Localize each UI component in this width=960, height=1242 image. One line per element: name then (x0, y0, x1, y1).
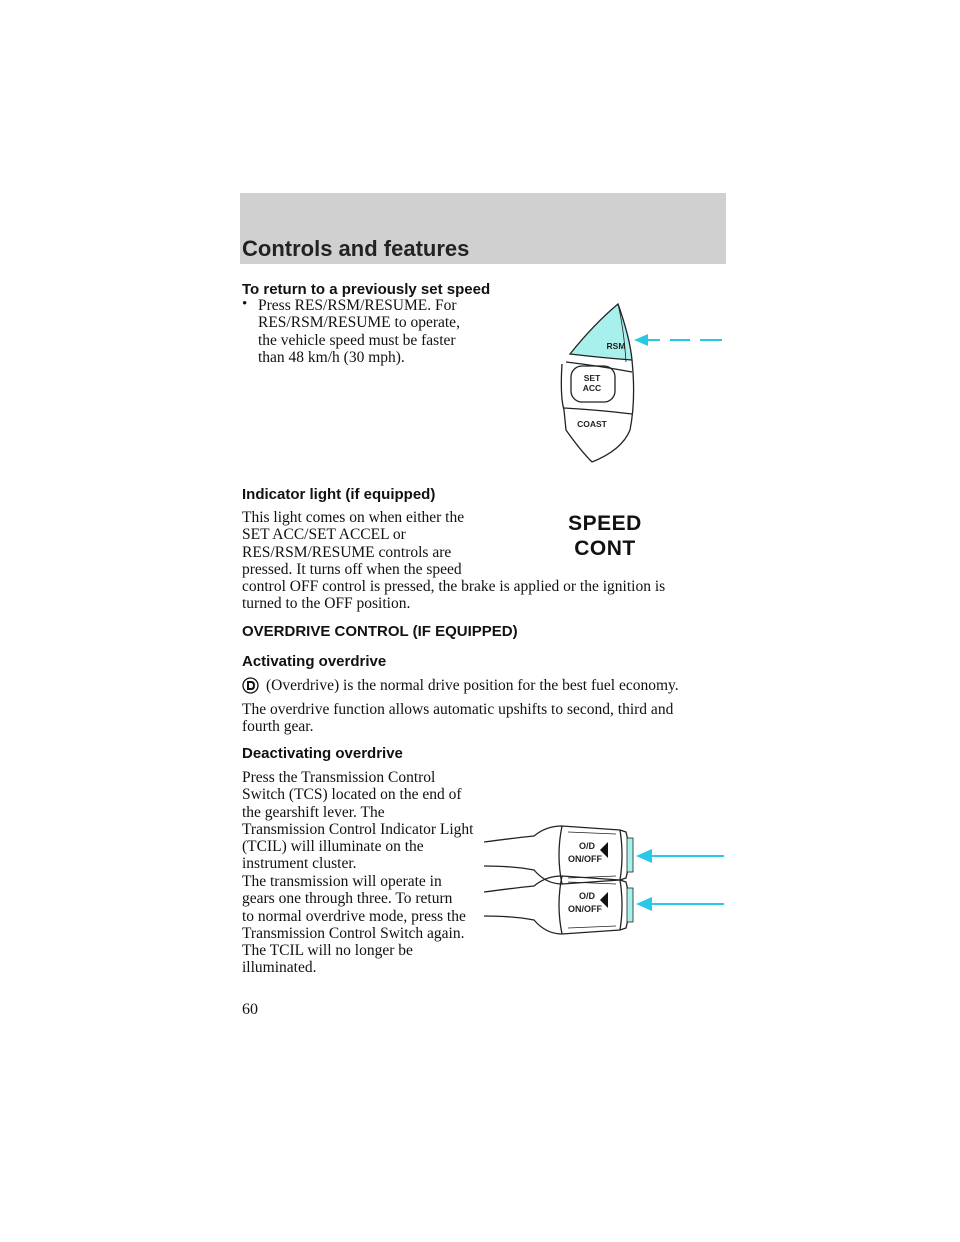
lamp-line: CONT (574, 537, 636, 560)
text-line: gears one through three. To return (242, 890, 453, 908)
text-line: RES/RSM/RESUME controls are (242, 543, 452, 561)
text-line: (TCIL) will illuminate on the (242, 838, 424, 856)
overdrive-heading: OVERDRIVE CONTROL (IF EQUIPPED) (242, 623, 518, 640)
text-line: SET ACC/SET ACCEL or (242, 526, 406, 544)
cruise-switch-illustration: RSM SET ACC COAST (560, 302, 722, 463)
od-label: O/D (579, 891, 596, 901)
resume-text: Press RES/RSM/RESUME. For RES/RSM/RESUME… (258, 297, 460, 366)
text-line: The overdrive function allows automatic … (242, 701, 674, 718)
text-line: control OFF control is pressed, the brak… (242, 578, 666, 596)
return-text: The transmission will operate in gears o… (242, 873, 466, 977)
text-line: Press the Transmission Control (242, 769, 436, 786)
text-line: Switch (TCS) located on the end of (242, 786, 462, 804)
bullet: • (242, 296, 248, 312)
on-off-label: ON/OFF (568, 854, 602, 864)
section-header-band (240, 193, 726, 264)
on-off-label: ON/OFF (568, 904, 602, 914)
rsm-button-highlight (568, 302, 633, 361)
text-line: than 48 km/h (30 mph). (258, 348, 405, 366)
text-line: turned to the OFF position. (242, 595, 411, 613)
activating-text: (Overdrive) is the normal drive position… (266, 677, 679, 694)
activating-heading: Activating overdrive (242, 653, 387, 670)
indicator-text: This light comes on when either the SET … (242, 509, 665, 613)
pointer-arrow (636, 849, 652, 863)
coast-label: COAST (577, 419, 608, 429)
text-line: the gearshift lever. The (242, 803, 385, 821)
page-number: 60 (242, 1001, 258, 1018)
acc-label: ACC (583, 383, 601, 393)
set-label: SET (584, 373, 601, 383)
section-title: Controls and features (242, 236, 470, 261)
od-label: O/D (579, 841, 596, 851)
deactivating-heading: Deactivating overdrive (242, 745, 403, 762)
text-line: This light comes on when either the (242, 509, 465, 526)
overdrive-d-icon (242, 677, 259, 694)
resume-heading: To return to a previously set speed (242, 281, 491, 298)
text-line: The TCIL will no longer be (242, 942, 413, 960)
rsm-label: RSM (607, 341, 626, 351)
indicator-heading: Indicator light (if equipped) (242, 486, 436, 503)
lamp-line: SPEED (568, 512, 642, 535)
pointer-arrow-dashed (634, 334, 722, 346)
text-line: to normal overdrive mode, press the (242, 907, 466, 925)
text-line: pressed. It turns off when the speed (242, 560, 462, 578)
text-line: illuminated. (242, 959, 317, 977)
text-line: Press RES/RSM/RESUME. For (258, 297, 457, 314)
speed-cont-indicator-lamp: SPEED CONT (560, 511, 650, 561)
text-line: Transmission Control Indicator Light (242, 820, 474, 838)
gearshift-tcs-illustration: O/D ON/OFF (484, 875, 724, 935)
text-line: fourth gear. (242, 718, 314, 736)
text-line: RES/RSM/RESUME to operate, (258, 314, 460, 332)
pointer-arrow (636, 897, 652, 911)
deactivating-text: Press the Transmission Control Switch (T… (242, 769, 474, 873)
function-text: The overdrive function allows automatic … (242, 701, 673, 736)
text-line: Transmission Control Switch again. (242, 924, 465, 942)
gearshift-tcs-illustration: O/D ON/OFF (484, 825, 724, 885)
text-line: the vehicle speed must be faster (258, 331, 456, 349)
text-line: The transmission will operate in (242, 873, 442, 890)
text-line: instrument cluster. (242, 855, 357, 873)
